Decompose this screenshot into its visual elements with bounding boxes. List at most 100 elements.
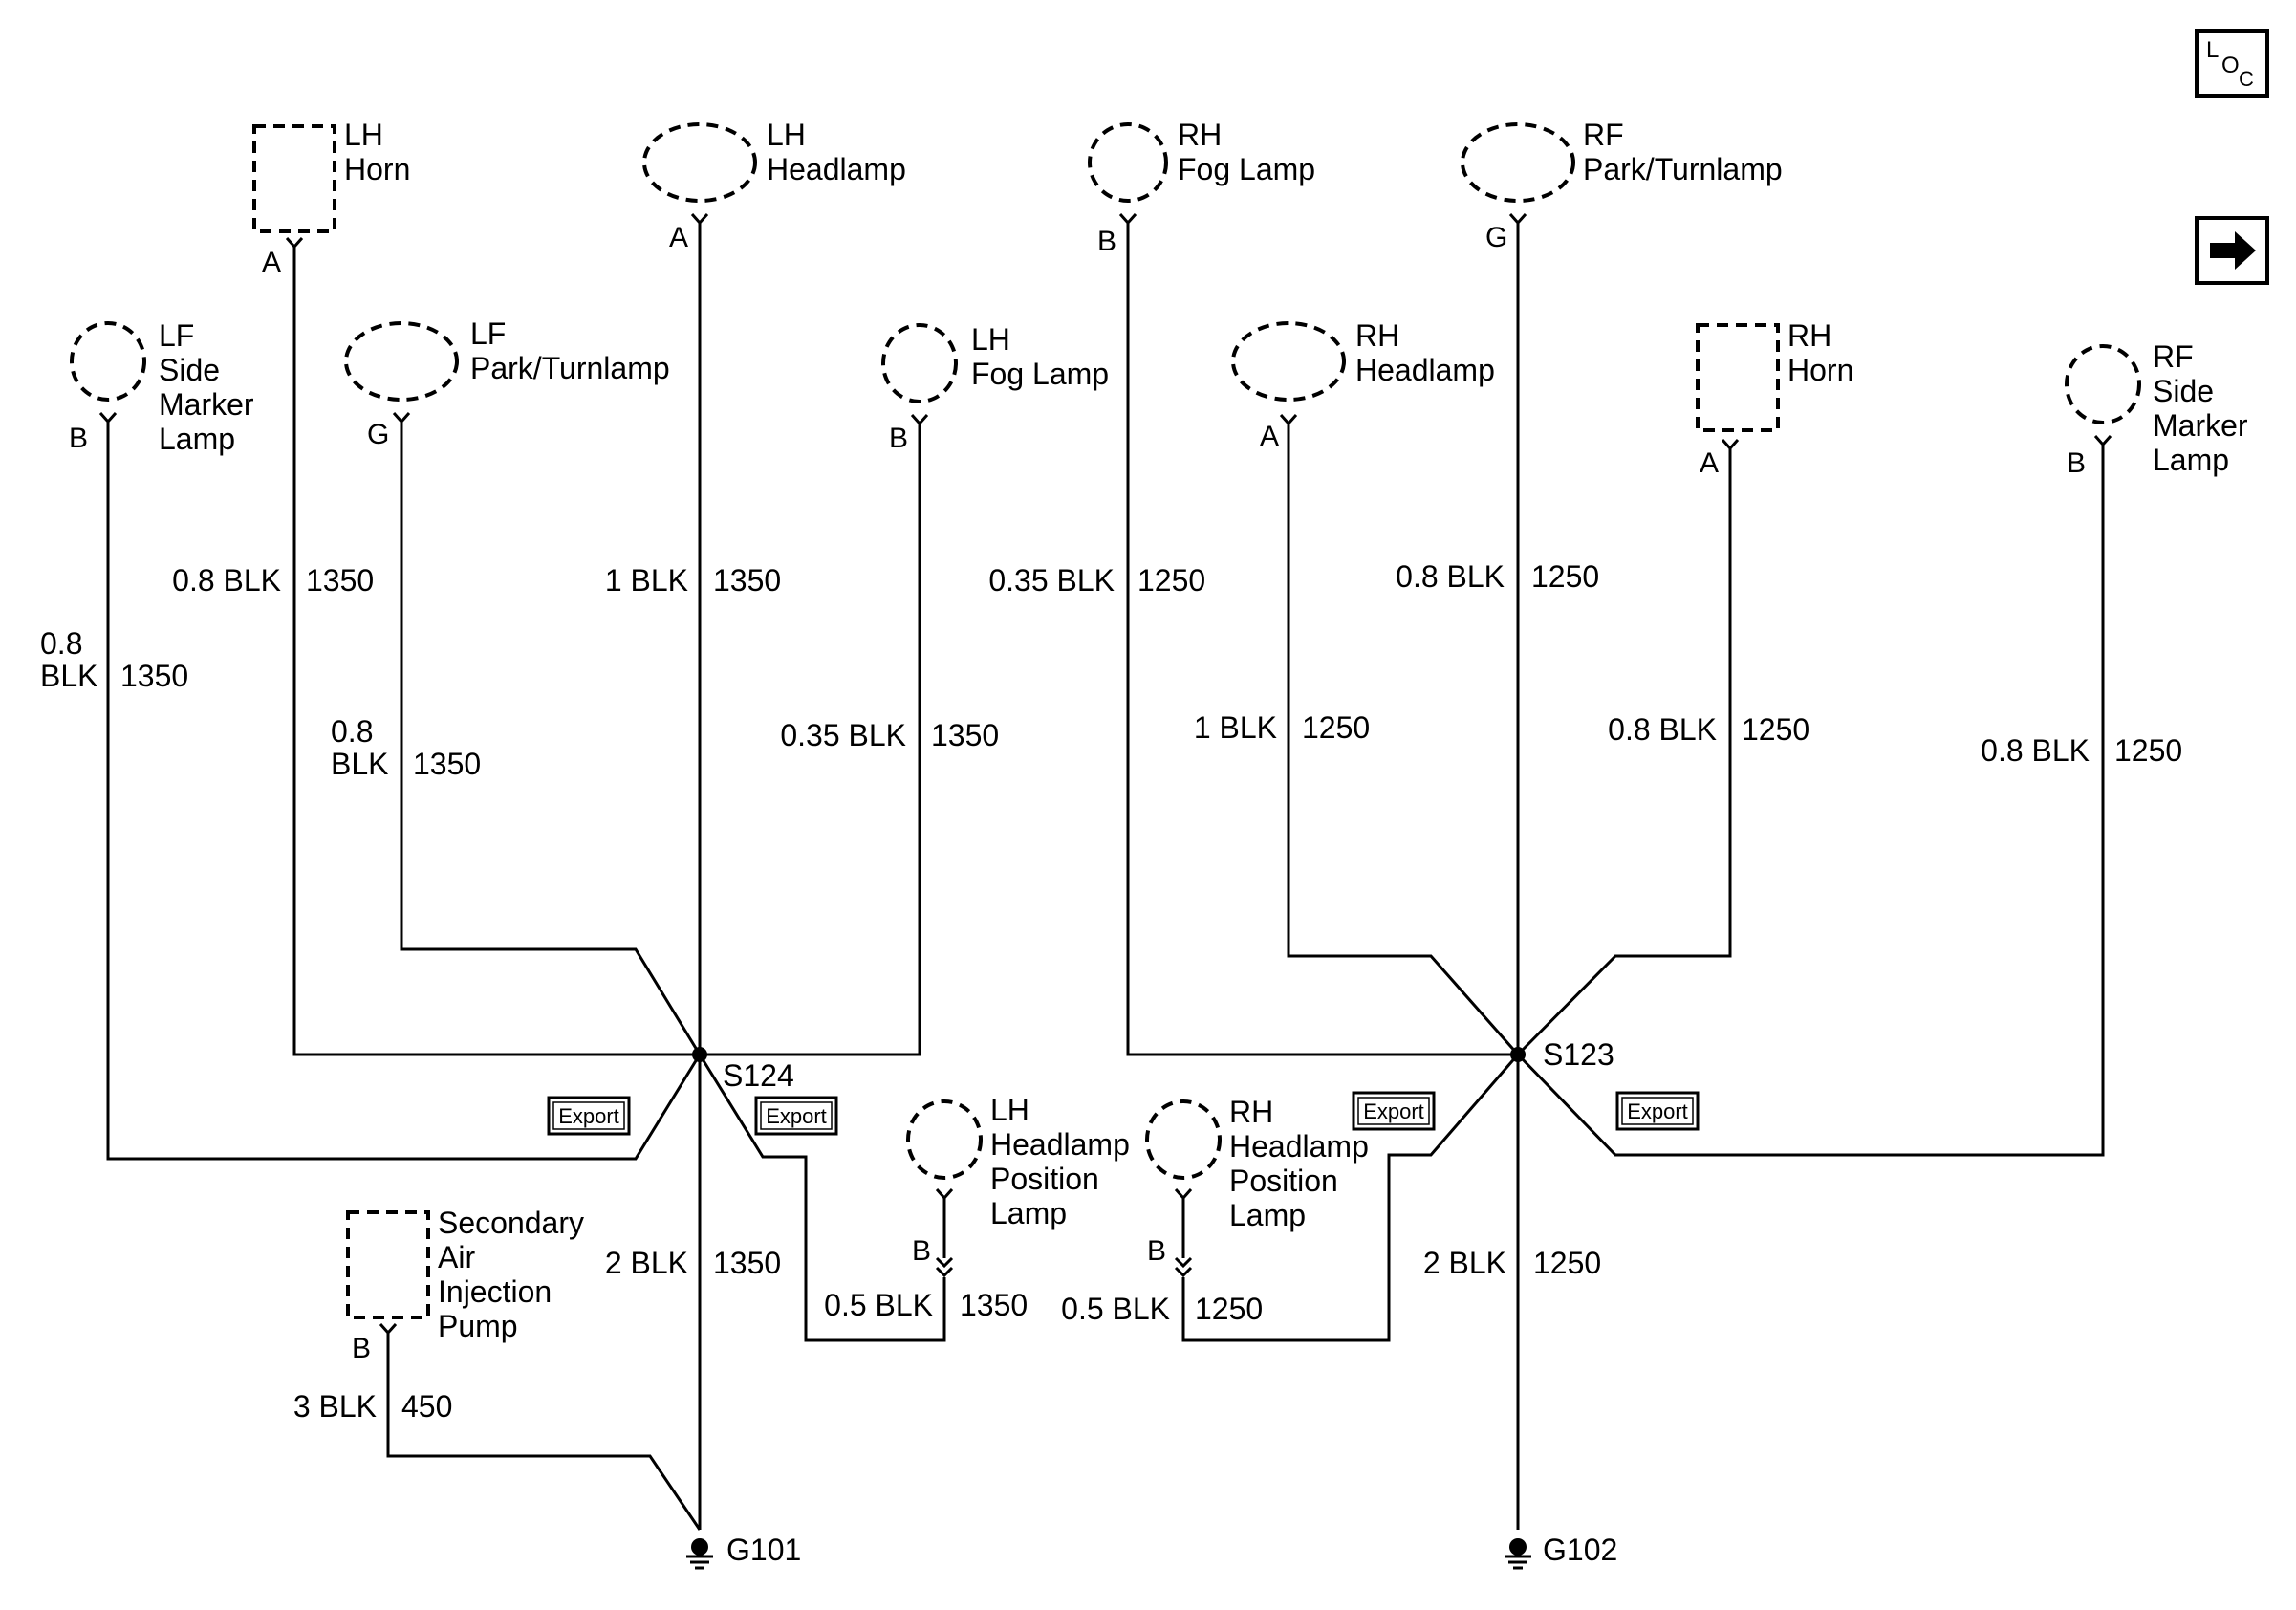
g101-ground-label: G101 <box>726 1533 801 1567</box>
rf-side-marker-pin: B <box>2067 447 2086 479</box>
svg-text:0.5 BLK: 0.5 BLK <box>824 1288 933 1322</box>
rh-headlamp-position-wire-label: 0.5 BLK 1250 <box>1061 1292 1263 1326</box>
svg-text:0.8 BLK: 0.8 BLK <box>1981 733 2090 768</box>
right-arrow-icon <box>2210 231 2256 270</box>
rh-horn-wire-label: 0.8 BLK 1250 <box>1608 712 1809 747</box>
location-button[interactable]: L O C <box>2195 29 2269 98</box>
rh-horn-symbol[interactable] <box>1696 323 1780 432</box>
g102-ground-icon[interactable] <box>1505 1538 1531 1570</box>
lh-headlamp-label: LH Headlamp <box>767 118 906 186</box>
lh-horn-wire-label: 0.8 BLK 1350 <box>172 563 374 598</box>
svg-text:0.8: 0.8 <box>40 626 82 661</box>
export-button-s123-right[interactable]: Export <box>1615 1091 1700 1131</box>
export-button-s124-left[interactable]: Export <box>547 1096 631 1136</box>
rh-fog-lamp-wire-label: 0.35 BLK 1250 <box>988 563 1205 598</box>
s123-splice-dot[interactable] <box>1510 1047 1526 1062</box>
svg-text:RH: RH <box>1229 1095 1273 1129</box>
rf-side-marker-lamp-label: RF Side Marker Lamp <box>2153 339 2248 477</box>
lh-headlamp-position-lamp-symbol[interactable] <box>906 1099 983 1180</box>
lh-headlamp-position-pin: B <box>912 1235 931 1267</box>
svg-text:1350: 1350 <box>713 563 781 598</box>
rh-position-lamp-inline-connector <box>1174 1256 1193 1278</box>
lh-horn-wire[interactable] <box>292 252 700 1056</box>
lh-position-lamp-terminal-top <box>935 1188 954 1201</box>
s123-splice-label: S123 <box>1543 1037 1614 1072</box>
svg-text:450: 450 <box>401 1389 452 1424</box>
svg-text:1350: 1350 <box>713 1246 781 1280</box>
lf-side-marker-wire-label: 0.8 BLK 1350 <box>40 626 188 693</box>
lh-headlamp-position-wire[interactable] <box>698 1054 946 1342</box>
rh-horn-wire[interactable] <box>1516 454 1732 1056</box>
lh-fog-lamp-pin: B <box>889 423 908 454</box>
export-button-label: Export <box>766 1104 827 1128</box>
export-button-s123-left[interactable]: Export <box>1352 1091 1436 1131</box>
svg-text:Headlamp: Headlamp <box>1229 1129 1369 1164</box>
svg-text:1350: 1350 <box>120 659 188 693</box>
secondary-air-injection-pump-symbol[interactable] <box>346 1210 430 1319</box>
svg-text:0.35 BLK: 0.35 BLK <box>988 563 1115 598</box>
lf-side-marker-wire[interactable] <box>106 427 702 1161</box>
rh-headlamp-wire[interactable] <box>1287 429 1520 1055</box>
rh-headlamp-symbol[interactable] <box>1231 321 1346 402</box>
svg-text:Park/Turnlamp: Park/Turnlamp <box>470 351 670 385</box>
rh-fog-lamp-wire[interactable] <box>1126 228 1518 1056</box>
svg-text:0.8 BLK: 0.8 BLK <box>172 563 281 598</box>
s124-splice-dot[interactable] <box>692 1047 707 1062</box>
rh-headlamp-label: RH Headlamp <box>1355 318 1495 387</box>
svg-text:1250: 1250 <box>2114 733 2182 768</box>
rh-headlamp-pin: A <box>1260 421 1279 452</box>
lf-side-marker-lamp-symbol[interactable] <box>70 321 146 402</box>
rf-park-turnlamp-symbol[interactable] <box>1461 122 1575 203</box>
lh-headlamp-terminal <box>690 213 709 228</box>
lh-fog-lamp-symbol[interactable] <box>881 323 958 403</box>
lh-fog-lamp-wire-label: 0.35 BLK 1350 <box>780 718 999 752</box>
export-button-label: Export <box>1627 1099 1688 1123</box>
secondary-air-pump-wire-label: 3 BLK 450 <box>293 1389 453 1424</box>
svg-text:Fog Lamp: Fog Lamp <box>1178 152 1315 186</box>
secondary-air-pump-terminal <box>379 1323 398 1338</box>
svg-text:1250: 1250 <box>1137 563 1205 598</box>
lh-fog-lamp-terminal <box>910 414 929 429</box>
svg-text:RF: RF <box>1583 118 1624 152</box>
rh-fog-lamp-symbol[interactable] <box>1088 122 1168 203</box>
svg-text:Lamp: Lamp <box>159 422 235 456</box>
rf-side-marker-lamp-symbol[interactable] <box>2065 344 2141 424</box>
rf-side-marker-terminal <box>2093 435 2112 450</box>
svg-text:Injection: Injection <box>438 1274 552 1309</box>
rh-headlamp-position-wire[interactable] <box>1181 1054 1520 1342</box>
lh-position-lamp-inline-connector <box>935 1256 954 1278</box>
next-page-button[interactable] <box>2195 216 2269 285</box>
lh-headlamp-symbol[interactable] <box>642 122 757 203</box>
svg-text:1 BLK: 1 BLK <box>1194 710 1277 745</box>
secondary-air-injection-pump-label: Secondary Air Injection Pump <box>438 1206 584 1343</box>
export-button-s124-right[interactable]: Export <box>754 1096 838 1136</box>
rh-headlamp-position-lamp-symbol[interactable] <box>1145 1099 1222 1180</box>
lh-headlamp-position-lamp-label: LH Headlamp Position Lamp <box>990 1093 1130 1230</box>
lh-horn-terminal <box>285 237 304 252</box>
rh-horn-label: RH Horn <box>1787 318 1853 387</box>
svg-text:2 BLK: 2 BLK <box>605 1246 688 1280</box>
lf-park-turnlamp-wire[interactable] <box>400 427 702 1055</box>
rf-side-marker-wire-label: 0.8 BLK 1250 <box>1981 733 2182 768</box>
rf-side-marker-wire[interactable] <box>1516 450 2105 1157</box>
lh-fog-lamp-wire[interactable] <box>700 429 921 1056</box>
location-icon-l: L <box>2206 37 2219 63</box>
svg-text:Lamp: Lamp <box>2153 443 2229 477</box>
svg-text:3 BLK: 3 BLK <box>293 1389 377 1424</box>
svg-text:1250: 1250 <box>1533 1246 1601 1280</box>
lh-horn-symbol[interactable] <box>252 124 336 233</box>
lf-park-turnlamp-symbol[interactable] <box>344 321 459 402</box>
rh-horn-terminal <box>1721 439 1740 454</box>
lh-horn-pin: A <box>262 247 281 278</box>
lf-park-turnlamp-wire-label: 0.8 BLK 1350 <box>331 714 481 781</box>
secondary-air-pump-wire[interactable] <box>386 1338 702 1531</box>
svg-text:1250: 1250 <box>1531 559 1599 594</box>
s124-ground-wire-label: 2 BLK 1350 <box>605 1246 781 1280</box>
svg-text:1350: 1350 <box>306 563 374 598</box>
svg-text:RH: RH <box>1178 118 1222 152</box>
g101-ground-icon[interactable] <box>686 1538 713 1570</box>
svg-text:Fog Lamp: Fog Lamp <box>971 357 1109 391</box>
svg-text:1350: 1350 <box>960 1288 1028 1322</box>
lf-park-turnlamp-label: LF Park/Turnlamp <box>470 316 670 385</box>
location-button-frame[interactable] <box>2195 29 2269 98</box>
